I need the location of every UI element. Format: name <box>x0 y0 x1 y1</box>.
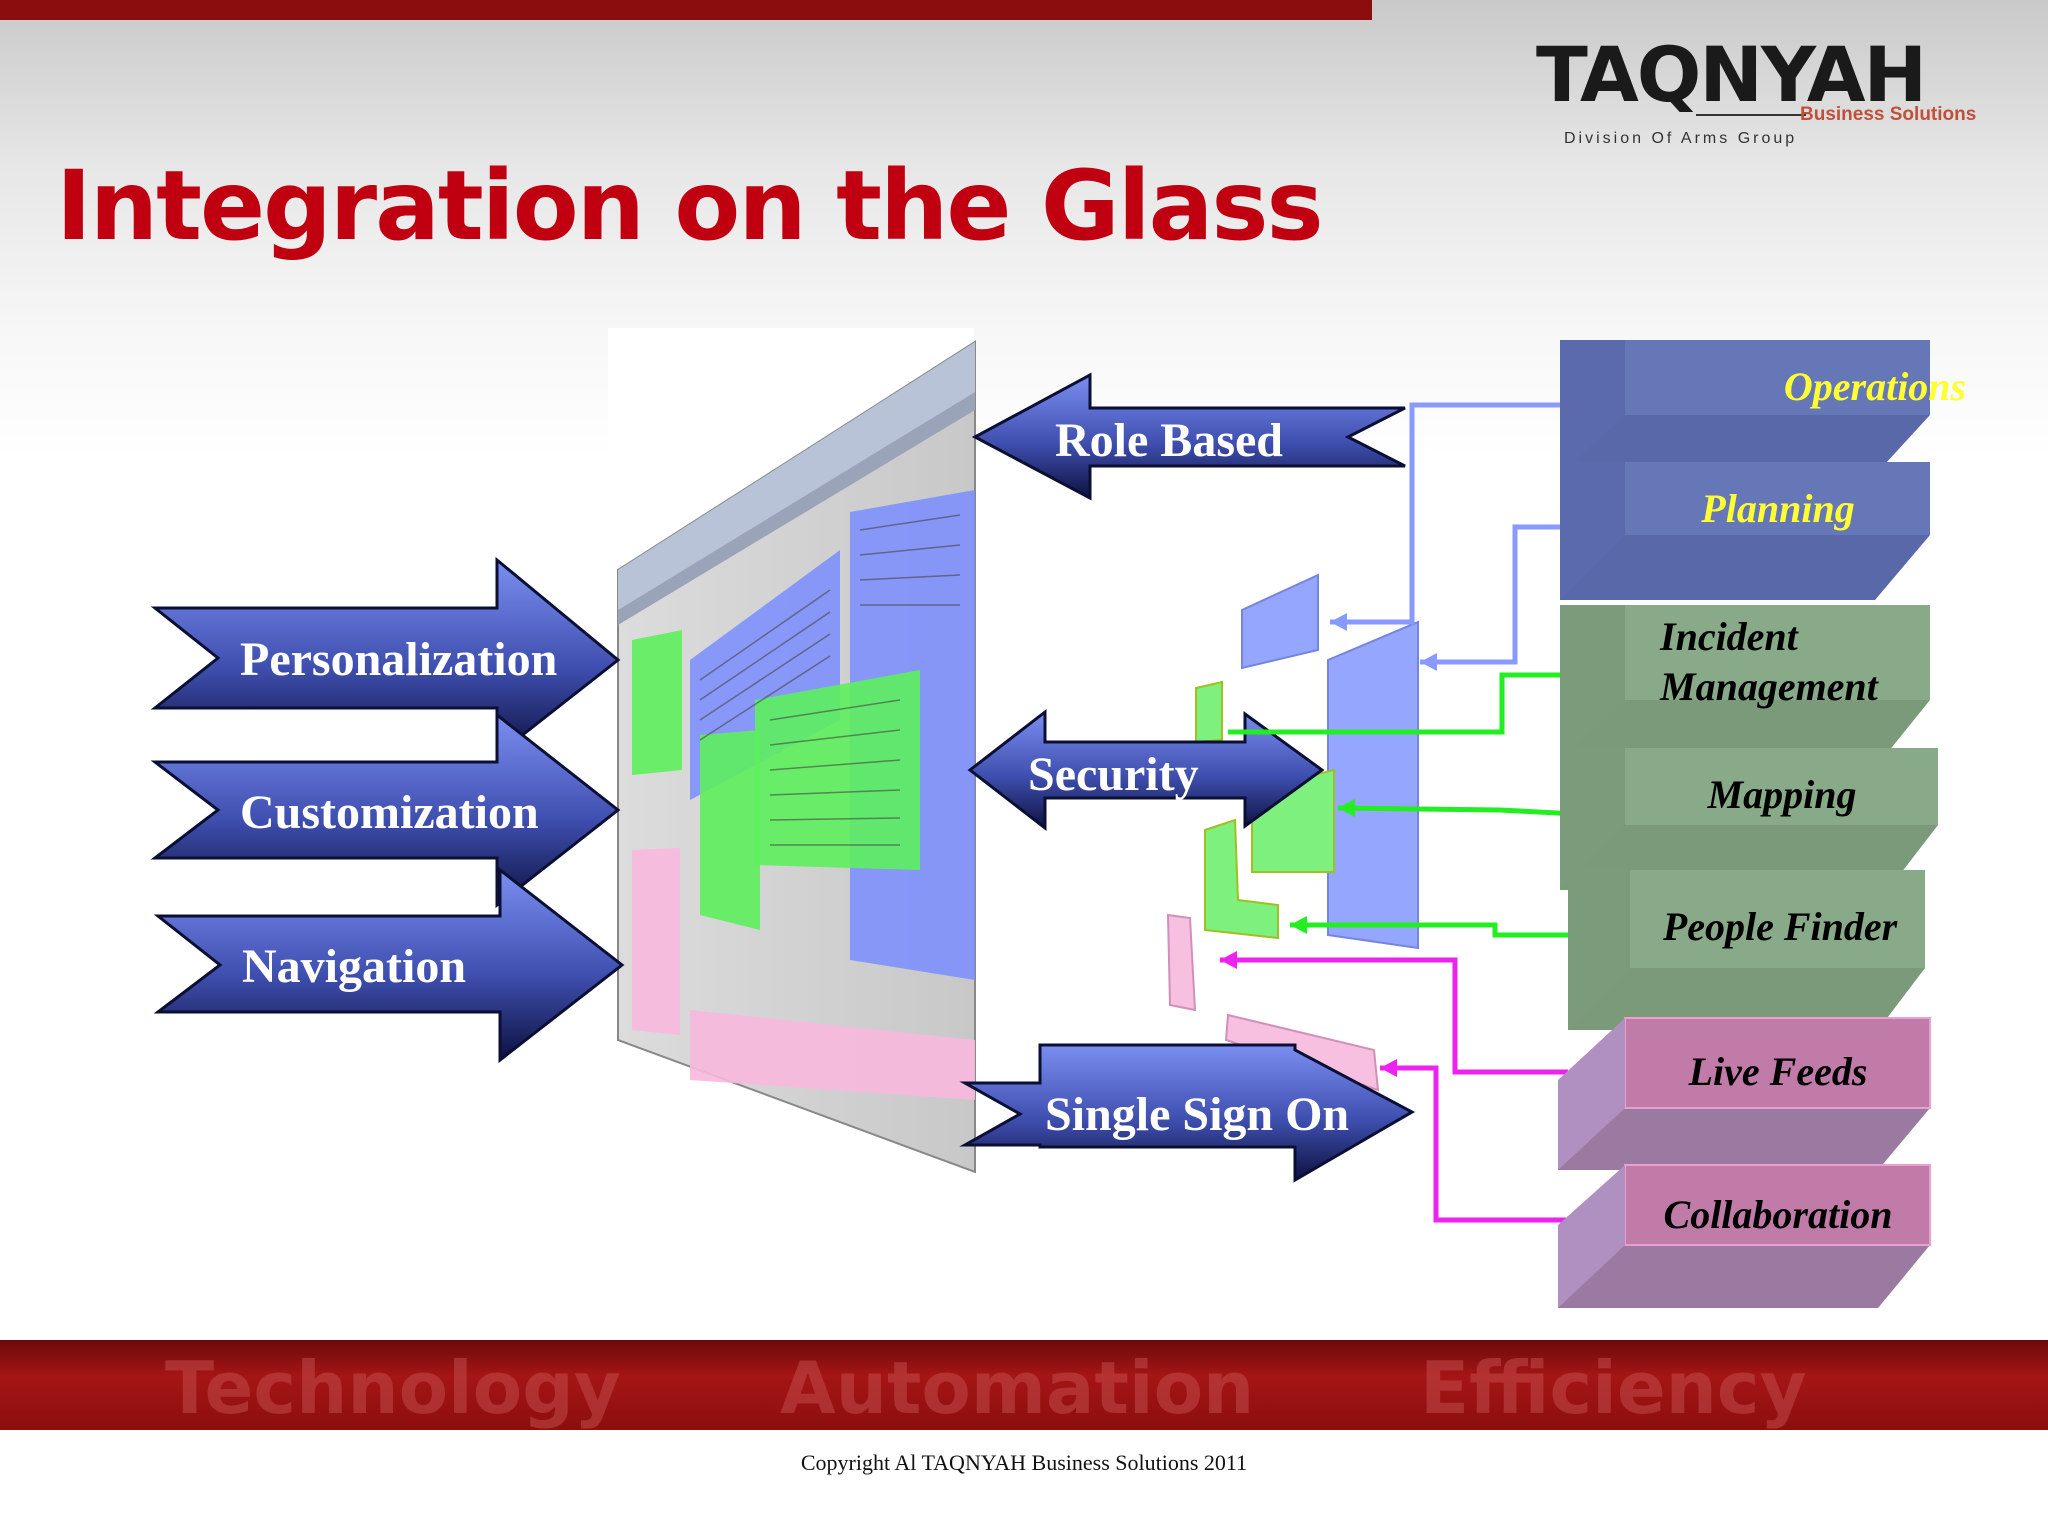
block-label: Planning <box>1700 486 1854 531</box>
role-based-label: Role Based <box>1055 414 1283 467</box>
footer-word: Automation <box>780 1346 1255 1430</box>
screen-titlebar <box>618 342 975 610</box>
center-arrow-single-sign-on: Single Sign On <box>959 1043 1416 1183</box>
left-arrow-label: Personalization <box>240 633 557 686</box>
screen-pink-pane-left <box>632 848 680 1035</box>
connector-live-feeds <box>1220 957 1568 1075</box>
single-sign-on-label: Single Sign On <box>1045 1088 1349 1141</box>
block-collaboration: Collaboration <box>1558 1164 1931 1308</box>
block-label: Management <box>1659 664 1880 709</box>
connector-planning <box>1420 524 1595 665</box>
block-incident-management: Incident Management <box>1560 605 1930 762</box>
block-label: Operations <box>1784 364 1966 409</box>
logo-division: Division Of Arms Group <box>1564 130 1798 147</box>
block-label: Incident <box>1659 614 1800 659</box>
footer-word: Efficiency <box>1420 1346 1807 1430</box>
copyright-text: Copyright Al TAQNYAH Business Solutions … <box>800 1450 1248 1475</box>
security-label: Security <box>1028 748 1199 801</box>
fragment-green-1 <box>1195 680 1223 744</box>
block-label: Live Feeds <box>1688 1049 1868 1094</box>
left-arrow-navigation: Navigation <box>153 866 625 1064</box>
left-arrow-personalization: Personalization <box>150 556 621 759</box>
screen-pink-pane-bottom <box>690 1010 975 1100</box>
floating-fragments <box>1166 573 1419 1092</box>
logo-wordmark: TAQNYAH <box>1536 30 1927 119</box>
connector-collaboration <box>1380 1065 1568 1223</box>
center-arrow-security: Security <box>967 708 1325 832</box>
screen-text-lines <box>699 514 961 846</box>
center-arrow-role-based: Role Based <box>971 372 1406 501</box>
logo-tagline: Business Solutions <box>1800 104 1977 125</box>
company-logo: TAQNYAH Business Solutions Division Of A… <box>1536 30 1996 160</box>
footer-banner-words: Technology Automation Efficiency <box>0 1340 2048 1430</box>
screen-green-pane-left <box>632 630 682 775</box>
left-arrow-label: Customization <box>240 786 539 839</box>
block-label: People Finder <box>1662 904 1898 949</box>
logo-divider-line <box>1696 114 1806 116</box>
screen-green-pane-mid <box>700 730 760 930</box>
fragment-blue-small <box>1241 573 1319 670</box>
fragment-green-3 <box>1204 818 1279 940</box>
block-planning: Planning <box>1560 462 1930 600</box>
connector-operations <box>1330 402 1595 625</box>
left-arrow-label: Navigation <box>242 940 466 993</box>
block-label: Mapping <box>1707 772 1857 817</box>
fragment-pink-1 <box>1166 913 1197 1012</box>
connector-people-finder <box>1290 922 1570 938</box>
slide-title: Integration on the Glass <box>56 150 1324 262</box>
block-operations: Operations <box>1560 340 1966 475</box>
left-arrow-customization: Customization <box>150 711 621 909</box>
screen-menubar <box>618 392 975 625</box>
block-people-finder: People Finder <box>1568 870 1925 1030</box>
footer-word: Technology <box>165 1346 621 1430</box>
block-live-feeds: Live Feeds <box>1558 1017 1931 1170</box>
footer-banner <box>0 1340 2048 1430</box>
top-red-bar <box>0 0 1372 20</box>
fragment-blue-tall <box>1327 620 1419 950</box>
block-label: Collaboration <box>1664 1192 1893 1237</box>
portal-screenshot <box>608 328 976 1188</box>
connector-incident-management <box>1228 672 1595 735</box>
block-mapping: Mapping <box>1560 748 1938 890</box>
